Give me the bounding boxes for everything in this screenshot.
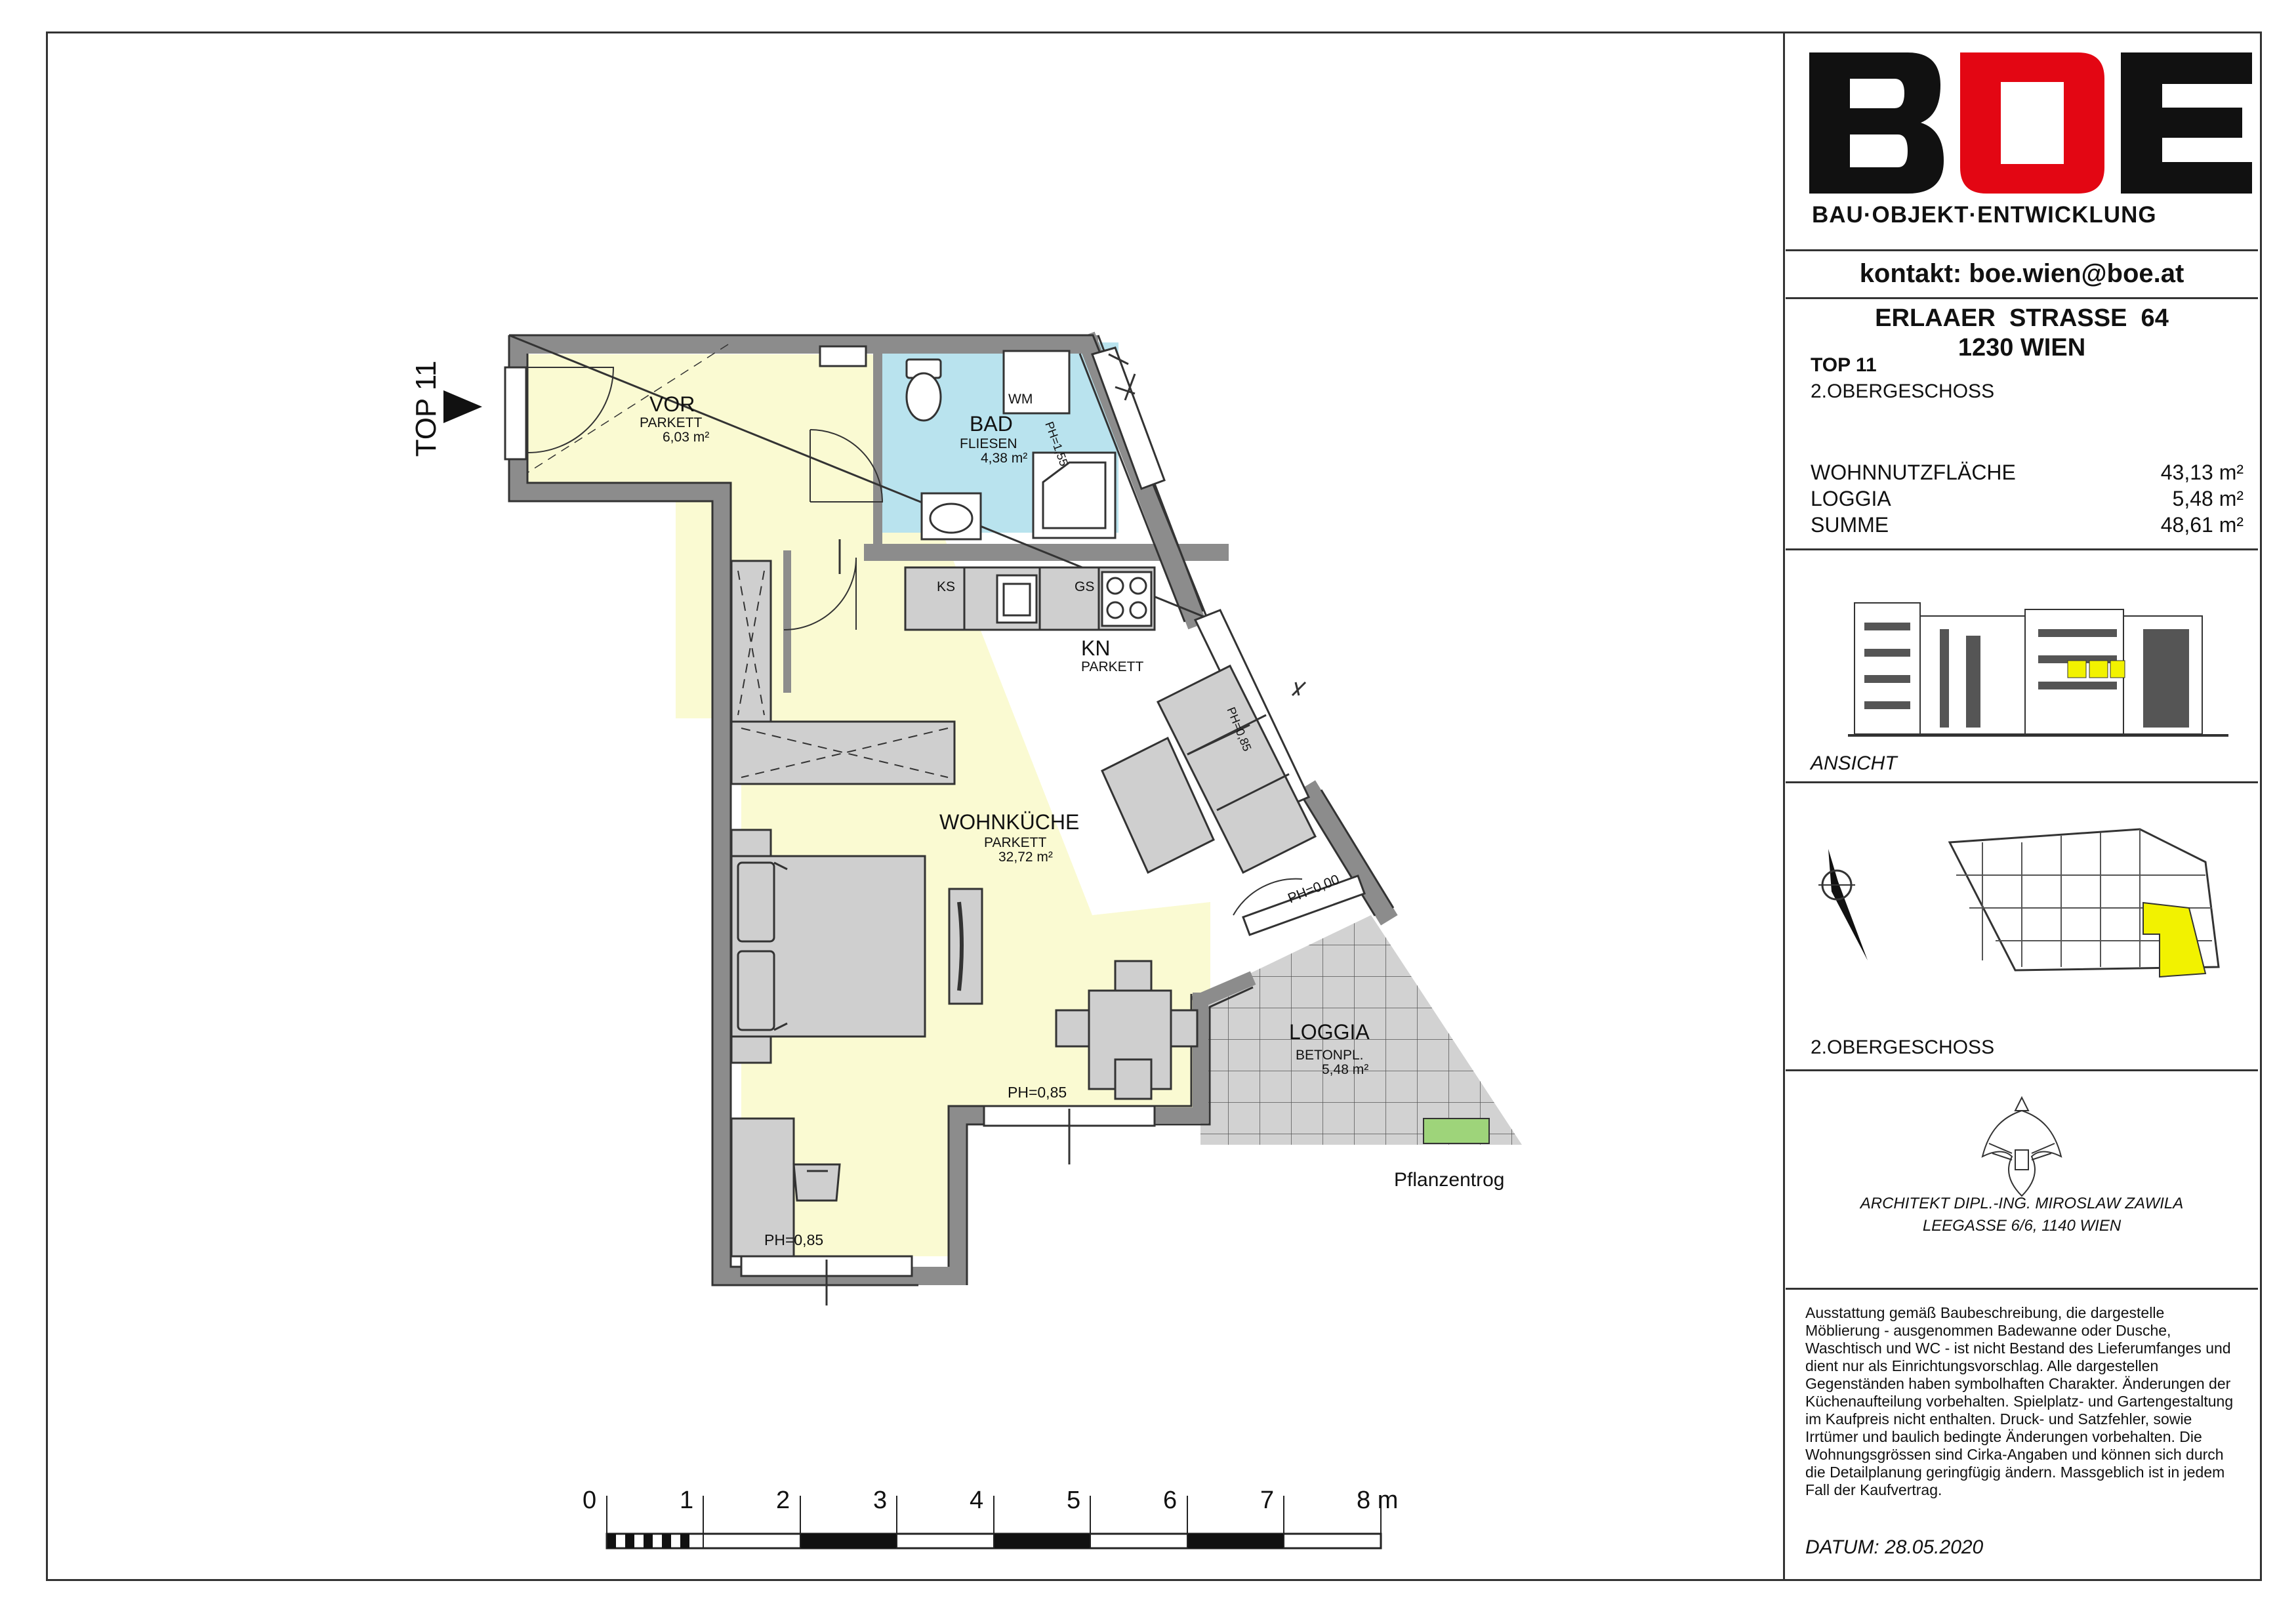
floor-name: 2.OBERGESCHOSS [1811, 380, 1995, 402]
entry-arrow-icon [443, 390, 482, 423]
titleblock-divider [1783, 31, 1785, 1579]
wardrobe [730, 560, 956, 785]
drawing-date: DATUM: 28.05.2020 [1805, 1536, 1984, 1558]
ansicht-label: ANSICHT [1811, 752, 1897, 774]
dining-set [1055, 960, 1199, 1100]
bed [730, 829, 926, 1064]
scale-label-3: 3 [873, 1487, 888, 1514]
room-bad-name: BAD [970, 412, 1013, 436]
floor-plan-drawing [443, 331, 1522, 1305]
room-bad-floor: FLIESEN [960, 436, 1017, 451]
dishwasher-label: GS [1075, 579, 1095, 594]
austrian-eagle-icon [1981, 1096, 2062, 1197]
scale-label-8: 8 m [1357, 1487, 1399, 1514]
elevation-panel: ANSICHT [1786, 550, 2258, 783]
planter-label: Pflanzentrog [1394, 1169, 1505, 1191]
bottom-window-ph: PH=0,85 [764, 1231, 824, 1248]
building-elevation [1848, 602, 2228, 737]
planter [1423, 1118, 1490, 1144]
scale-label-0: 0 [583, 1487, 597, 1514]
desk [730, 1117, 841, 1258]
scale-label-6: 6 [1163, 1487, 1178, 1514]
sheet-frame [46, 31, 2262, 1581]
room-loggia-floor: BETONPL. [1296, 1048, 1364, 1063]
keyplan-drawing [1948, 828, 2220, 978]
room-wohnkueche-area: 32,72 m² [998, 850, 1053, 865]
scale-label-7: 7 [1260, 1487, 1275, 1514]
door-swings [527, 344, 1303, 916]
south-window-ph: PH=0,85 [1008, 1084, 1067, 1101]
contact-text: kontakt: boe.wien@boe.at [1859, 259, 2184, 288]
scale-label-4: 4 [970, 1487, 984, 1514]
room-vor-floor: PARKETT [640, 415, 703, 430]
fridge-label: KS [937, 579, 956, 594]
sofa [1101, 664, 1317, 874]
top-number: TOP 11 [1811, 354, 1877, 376]
room-vor-area: 6,03 m² [663, 430, 710, 445]
room-wohnkueche-floor: PARKETT [984, 835, 1047, 850]
address-line2: 1230 WIEN [1958, 334, 2086, 361]
logo-panel: BAU·OBJEKT·ENTWICKLUNG [1786, 33, 2258, 251]
disclaimer-text: Ausstattung gemäß Baubeschreibung, die d… [1805, 1304, 2234, 1498]
address-line1: ERLAAER STRASSE 64 [1875, 304, 2169, 332]
architect-address: LEEGASSE 6/6, 1140 WIEN [1922, 1217, 2122, 1235]
floor-living [518, 354, 1210, 1256]
room-vor-name: VOR [649, 392, 695, 416]
scale-label-2: 2 [776, 1487, 790, 1514]
room-kn-floor: PARKETT [1081, 659, 1144, 674]
architect-panel: ARCHITEKT DIPL.-ING. MIROSLAW ZAWILA LEE… [1786, 1071, 2258, 1290]
keyplan-floor-label: 2.OBERGESCHOSS [1811, 1037, 1995, 1058]
project-panel: ERLAAER STRASSE 64 1230 WIEN TOP 11 2.OB… [1786, 299, 2258, 550]
room-kn-name: KN [1081, 636, 1111, 660]
top-marker: TOP 11 [410, 360, 442, 457]
room-loggia-area: 5,48 m² [1322, 1062, 1369, 1077]
boe-logo [1809, 52, 2252, 194]
scale-bar [605, 1496, 1382, 1550]
logo-tagline: BAU·OBJEKT·ENTWICKLUNG [1812, 202, 2157, 228]
floor-loggia [1200, 915, 1522, 1145]
keyplan-panel: 2.OBERGESCHOSS [1786, 783, 2258, 1071]
room-loggia-name: LOGGIA [1289, 1020, 1370, 1044]
washing-machine-label: WM [1008, 392, 1033, 407]
room-wohnkueche-name: WOHNKÜCHE [939, 810, 1080, 834]
kitchen-counter [904, 566, 1156, 631]
scale-label-1: 1 [680, 1487, 694, 1514]
contact-panel: kontakt: boe.wien@boe.at [1786, 251, 2258, 299]
scale-label-5: 5 [1067, 1487, 1081, 1514]
bath-fixtures [905, 350, 1117, 541]
room-bad-area: 4,38 m² [981, 451, 1028, 466]
architect-name: ARCHITEKT DIPL.-ING. MIROSLAW ZAWILA [1860, 1195, 2184, 1212]
north-arrow-icon [1818, 849, 1868, 960]
tv-unit [948, 888, 983, 1005]
